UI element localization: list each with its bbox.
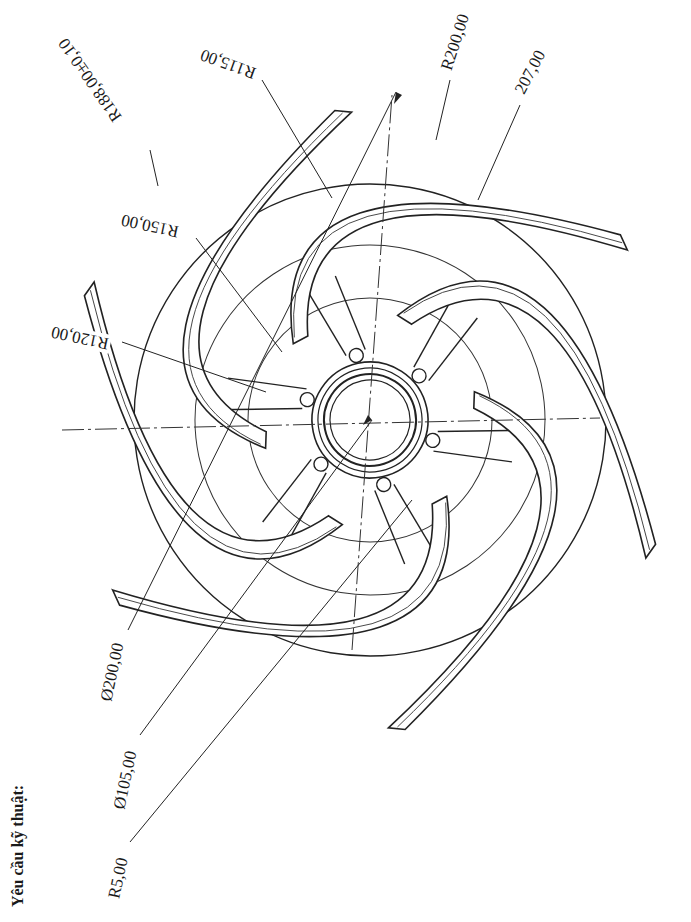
dimension-label: R115,00 xyxy=(196,45,260,84)
dimension-label: Ø105,00 xyxy=(109,747,141,813)
dimension-label: R188,00±0,10 xyxy=(53,33,127,127)
impeller xyxy=(0,43,691,796)
dimension-label: R150,00 xyxy=(118,210,183,241)
dimension-label: 207,00 xyxy=(510,45,551,99)
dimension-label: R200,00 xyxy=(436,10,473,75)
dimension-label: R5,00 xyxy=(104,854,132,902)
note-heading: Yêu cầu kỹ thuật: xyxy=(9,783,27,909)
dimension-label: Ø200,00 xyxy=(96,639,128,705)
